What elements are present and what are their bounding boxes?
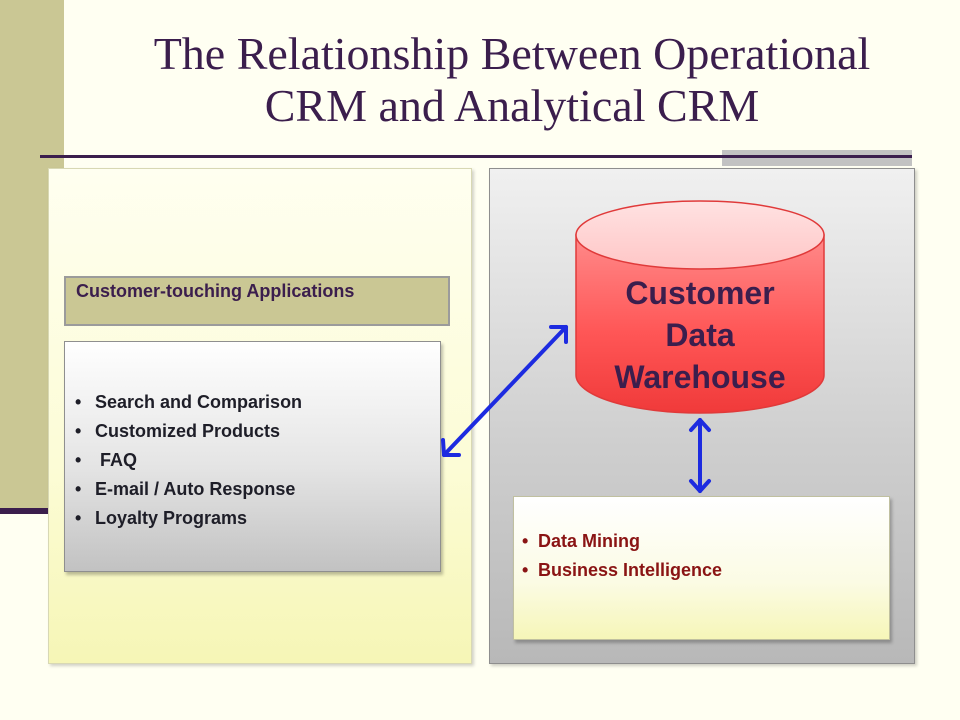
analytics-list: Data Mining Business Intelligence	[522, 527, 722, 585]
list-item: E-mail / Auto Response	[75, 475, 302, 504]
database-top	[575, 200, 825, 270]
slide-title: The Relationship Between Operational CRM…	[64, 28, 960, 132]
database-cylinder-icon	[575, 200, 825, 414]
list-item: FAQ	[75, 446, 302, 475]
customer-data-warehouse-label: Customer Data Warehouse	[576, 272, 824, 398]
list-item: Search and Comparison	[75, 388, 302, 417]
customer-touching-applications-header: Customer-touching Applications	[64, 276, 450, 326]
title-rule-accent	[722, 150, 912, 166]
list-item: Loyalty Programs	[75, 504, 302, 533]
warehouse-label-line-3: Warehouse	[614, 359, 786, 395]
list-item: Data Mining	[522, 527, 722, 556]
title-rule	[40, 155, 912, 158]
title-line-1: The Relationship Between Operational	[153, 28, 871, 79]
left-accent-underline	[0, 508, 72, 514]
warehouse-label-line-2: Data	[665, 317, 735, 353]
database-body	[575, 234, 825, 414]
warehouse-label-line-1: Customer	[625, 275, 775, 311]
title-line-2: CRM and Analytical CRM	[264, 80, 760, 131]
list-item: Business Intelligence	[522, 556, 722, 585]
list-item: Customized Products	[75, 417, 302, 446]
applications-list-box: Search and Comparison Customized Product…	[64, 341, 441, 572]
analytics-list-box: Data Mining Business Intelligence	[513, 496, 890, 640]
applications-list: Search and Comparison Customized Product…	[75, 388, 302, 533]
